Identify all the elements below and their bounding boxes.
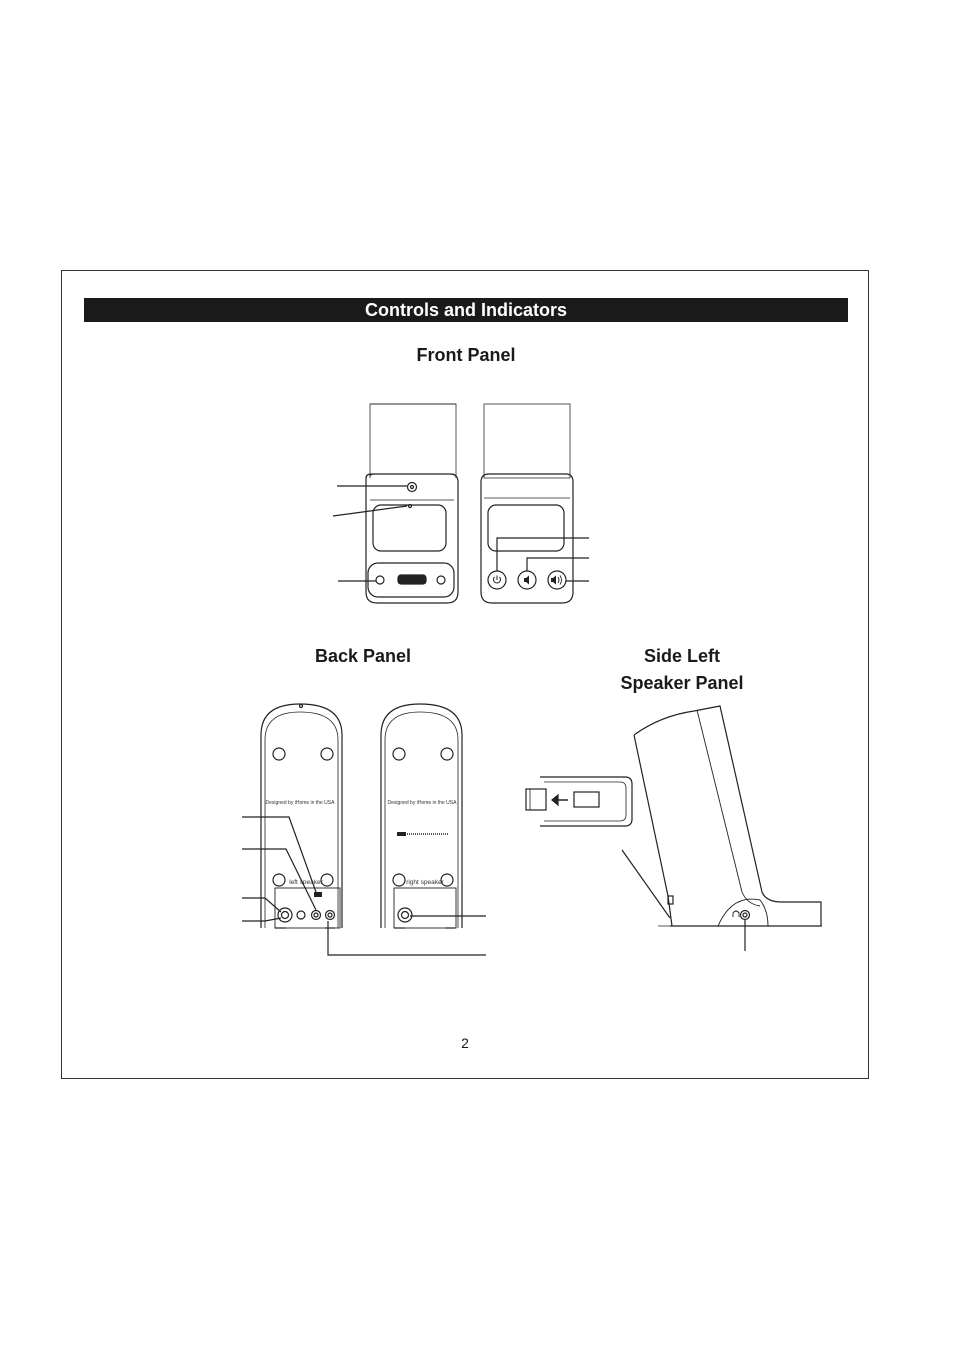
side-panel-heading-line1: Side Left	[643, 646, 720, 666]
side-panel-heading-line2: Speaker Panel	[620, 673, 744, 693]
right-speaker-input-jack-icon	[397, 907, 413, 923]
dc-jack-icon	[277, 907, 293, 923]
page-frame	[61, 270, 869, 1079]
page-number: 2	[461, 1035, 469, 1051]
power-indicator-icon	[406, 481, 418, 493]
volume-up-button-icon	[547, 570, 567, 590]
front-left-speaker	[365, 403, 459, 604]
back-left-speaker	[260, 703, 343, 929]
headphone-jack-icon	[739, 909, 751, 921]
back-panel-heading: Back Panel	[314, 646, 412, 666]
usb-port-icon	[314, 892, 322, 897]
sensor-icon	[407, 503, 413, 509]
aux-in-jack-icon	[310, 909, 322, 921]
designed-text-right: Designed by iHome in the USA	[388, 800, 458, 806]
back-right-speaker	[380, 703, 463, 929]
side-left-speaker	[525, 705, 822, 927]
dock-connector-icon	[397, 574, 427, 585]
left-speaker-label: left speaker	[289, 879, 323, 886]
right-speaker-label: right speaker	[406, 879, 444, 886]
dock-button-right-icon	[436, 575, 446, 585]
front-panel-heading: Front Panel	[416, 345, 516, 365]
dock-button-left-icon	[375, 575, 385, 585]
front-right-speaker	[480, 403, 574, 604]
section-title-bar: Controls and Indicators	[84, 298, 848, 322]
speaker-out-jack-icon	[324, 909, 336, 921]
designed-text-left: Designed by iHome in the USA	[266, 800, 336, 806]
